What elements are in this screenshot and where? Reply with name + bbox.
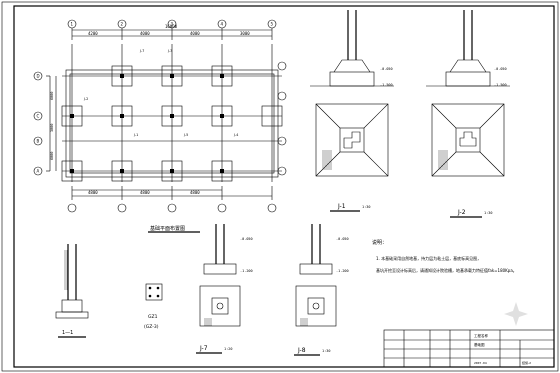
j1-level-a: -0.050 [380, 67, 393, 71]
title-block: 工程名称 基础图 2007.04 结施-2 [383, 329, 555, 368]
notes-line2: 基坑开挖至设计标高后，请通知设计院验槽，地基承载力特征值fak=180Kpa。 [376, 267, 517, 273]
j7-title: J-7 [199, 345, 208, 352]
side-dim-2: 3000 [50, 124, 54, 132]
tb-drawing: 基础图 [474, 342, 485, 347]
top-dim-3: 4000 [190, 31, 200, 36]
axis-row-c: C [37, 114, 40, 119]
axis-row-a: A [37, 169, 40, 174]
tag-j4: J-4 [233, 133, 239, 137]
j8-scale: 1:30 [322, 349, 330, 353]
axis-col-3: 3 [171, 22, 174, 27]
detail-j7: -0.050 -1.200 J-7 1:20 [196, 224, 253, 354]
top-dim-4: 3000 [240, 31, 250, 36]
foundation-plan: 4200 4000 4000 3000 16000 1 2 3 4 5 D C … [33, 19, 287, 233]
tag-j1: J-1 [133, 133, 138, 137]
j8-level-a: -0.050 [336, 237, 349, 241]
j7-level-a: -0.050 [240, 237, 253, 241]
gz-sub: (GZ-3) [144, 324, 159, 330]
j2-level-a: -0.050 [494, 67, 507, 71]
detail-j2: -0.050 -1.500 J-2 1:30 [426, 10, 510, 218]
j8-title: J-8 [297, 347, 306, 354]
inner-frame [13, 5, 555, 368]
detail-j8: -0.050 -1.200 J-8 1:30 [294, 224, 349, 356]
gz-section: GZ1 (GZ-3) [144, 283, 163, 330]
section-1-1: 1—1 [55, 244, 89, 338]
side-dim-3: 6000 [50, 152, 54, 160]
tb-date: 2007.04 [474, 361, 487, 365]
notes-heading: 说明： [372, 239, 387, 246]
axis-col-2: 2 [121, 22, 124, 27]
tb-project: 工程名称 [474, 333, 488, 338]
j1-title: J-1 [337, 203, 346, 210]
bot-dim-3: 4800 [190, 190, 200, 195]
j7-level-b: -1.200 [240, 269, 253, 273]
j8-level-b: -1.200 [336, 269, 349, 273]
side-dim-1: 6000 [50, 92, 54, 100]
axis-col-4: 4 [221, 22, 224, 27]
top-dim-2: 4000 [140, 31, 150, 36]
tag-j7: J-7 [139, 49, 144, 53]
axis-row-d: D [37, 74, 40, 79]
plan-title: 基础平面布置图 [150, 225, 185, 232]
j1-scale: 1:30 [362, 205, 370, 209]
axis-row-b: B [37, 139, 40, 144]
tb-sheet: 结施-2 [522, 360, 531, 365]
detail-j1: -0.050 -1.500 J-1 1:30 [310, 10, 394, 212]
overall-dim: 16000 [165, 24, 178, 29]
j1-level-b: -1.500 [380, 83, 393, 87]
tag-j5: J-5 [183, 133, 188, 137]
top-dim-1: 4200 [88, 31, 98, 36]
bot-dim-1: 4800 [88, 190, 98, 195]
gz-title: GZ1 [148, 314, 158, 320]
s11-title: 1—1 [62, 330, 73, 336]
bot-dim-2: 4800 [140, 190, 150, 195]
tag-j3: J-3 [167, 49, 172, 53]
j2-level-b: -1.500 [494, 83, 507, 87]
j2-scale: 1:30 [484, 211, 492, 215]
j2-title: J-2 [457, 209, 466, 216]
notes-line1: 1. 本基础采用自然地基，持力层为粘土层，基底标高见图， [376, 255, 481, 261]
axis-col-5: 5 [271, 22, 274, 27]
notes: 说明： 1. 本基础采用自然地基，持力层为粘土层，基底标高见图， 基坑开挖至设计… [372, 239, 517, 273]
tag-j2: J-2 [83, 97, 88, 101]
j7-scale: 1:20 [224, 347, 232, 351]
watermark-logo [504, 302, 528, 326]
axis-col-1: 1 [71, 22, 74, 27]
